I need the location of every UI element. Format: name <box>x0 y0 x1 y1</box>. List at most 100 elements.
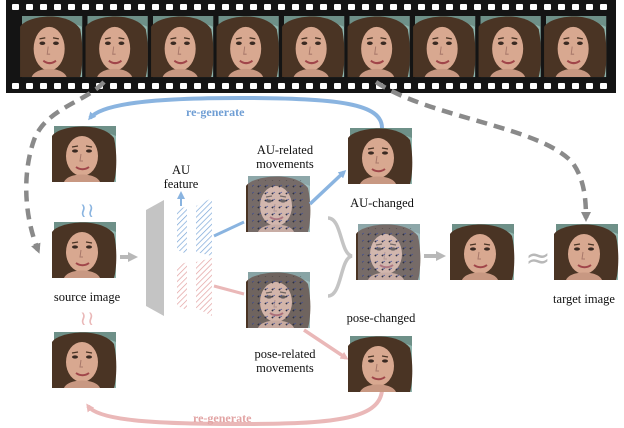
pose-decoder-left <box>177 262 187 310</box>
sprocket-hole <box>40 4 47 10</box>
au-decoder-right <box>196 198 212 256</box>
target-image-label: target image <box>553 292 615 306</box>
sprocket-hole <box>292 4 299 10</box>
sprocket-hole <box>516 83 523 89</box>
sprocket-hole <box>12 83 19 89</box>
sprocket-hole <box>334 4 341 10</box>
sprocket-hole <box>264 4 271 10</box>
face-pose-regenerated <box>51 331 118 389</box>
sprocket-hole <box>152 83 159 89</box>
sprocket-hole <box>572 4 579 10</box>
film-frame <box>477 14 543 79</box>
merge-brace <box>327 216 353 298</box>
sprocket-hole <box>138 83 145 89</box>
film-frame <box>542 14 608 79</box>
sprocket-hole <box>572 83 579 89</box>
sprocket-hole <box>474 83 481 89</box>
au-changed-label: AU-changed <box>350 196 414 210</box>
face-au-changed <box>347 127 414 185</box>
regen-top-label: re-generate <box>186 105 245 119</box>
film-frame <box>411 14 477 79</box>
sprocket-hole <box>194 4 201 10</box>
sprocket-hole <box>558 4 565 10</box>
dashed-arrow-to-source <box>24 80 106 254</box>
sprocket-hole <box>194 83 201 89</box>
arrow-to-au-movements <box>213 220 245 238</box>
face-au-regenerated <box>51 125 118 183</box>
sprocket-hole <box>306 4 313 10</box>
pose-decoder-right <box>196 258 212 316</box>
sprocket-hole <box>488 83 495 89</box>
arrow-to-pose-movements <box>213 284 245 296</box>
sprocket-hole <box>334 83 341 89</box>
sprocket-hole <box>404 83 411 89</box>
encoder-block <box>146 200 164 316</box>
film-frame <box>18 14 84 79</box>
face-pose-changed <box>347 335 414 393</box>
sprocket-hole <box>348 83 355 89</box>
sprocket-hole <box>124 4 131 10</box>
sprocket-hole <box>460 83 467 89</box>
sprocket-hole <box>362 4 369 10</box>
film-frames <box>18 14 608 79</box>
sprocket-hole <box>68 4 75 10</box>
sprocket-hole <box>432 83 439 89</box>
sprocket-hole <box>26 4 33 10</box>
sprocket-hole <box>544 83 551 89</box>
pose-movement-map <box>245 271 312 329</box>
arrow-to-pose-changed <box>303 328 349 360</box>
approx-symbol: ≈ <box>525 241 550 276</box>
sprocket-hole <box>82 83 89 89</box>
sprocket-hole <box>432 4 439 10</box>
film-frame <box>84 14 150 79</box>
face-output <box>449 223 516 281</box>
sprocket-hole <box>54 83 61 89</box>
sprocket-hole <box>544 4 551 10</box>
sprocket-hole <box>138 4 145 10</box>
sprocket-hole <box>96 4 103 10</box>
sprocket-hole <box>404 4 411 10</box>
sprocket-hole <box>418 4 425 10</box>
sprocket-hole <box>446 83 453 89</box>
sprocket-hole <box>278 83 285 89</box>
sprocket-hole <box>390 83 397 89</box>
film-frame <box>280 14 346 79</box>
sprocket-hole <box>446 4 453 10</box>
sprocket-hole <box>208 83 215 89</box>
dashed-arrow-to-target <box>374 80 591 222</box>
sprocket-hole <box>600 4 607 10</box>
sprocket-hole <box>236 83 243 89</box>
sprocket-hole <box>250 83 257 89</box>
sprocket-hole <box>306 83 313 89</box>
sprocket-hole <box>250 4 257 10</box>
sprocket-hole <box>376 4 383 10</box>
film-strip <box>6 0 616 93</box>
sprocket-hole <box>586 83 593 89</box>
sprocket-hole <box>418 83 425 89</box>
film-frame <box>346 14 412 79</box>
sprocket-hole <box>12 4 19 10</box>
face-target-image <box>553 223 620 281</box>
sprocket-hole <box>110 83 117 89</box>
sprocket-hole <box>516 4 523 10</box>
sprocket-hole <box>460 4 467 10</box>
sprocket-hole <box>180 83 187 89</box>
sprocket-hole <box>474 4 481 10</box>
sprocket-hole <box>236 4 243 10</box>
sprocket-hole <box>152 4 159 10</box>
sprocket-hole <box>166 4 173 10</box>
au-feature-label: AU feature <box>163 163 199 191</box>
regen-bottom-label: re-generate <box>193 411 252 425</box>
sprocket-hole <box>488 4 495 10</box>
film-holes-top <box>12 4 607 10</box>
regen-top-arrow <box>88 95 384 129</box>
sprocket-hole <box>600 83 607 89</box>
sprocket-hole <box>278 4 285 10</box>
sprocket-hole <box>68 83 75 89</box>
sprocket-hole <box>110 4 117 10</box>
arrow-to-au-changed <box>308 169 347 206</box>
sprocket-hole <box>208 4 215 10</box>
sprocket-hole <box>558 83 565 89</box>
sprocket-hole <box>26 83 33 89</box>
sprocket-hole <box>124 83 131 89</box>
